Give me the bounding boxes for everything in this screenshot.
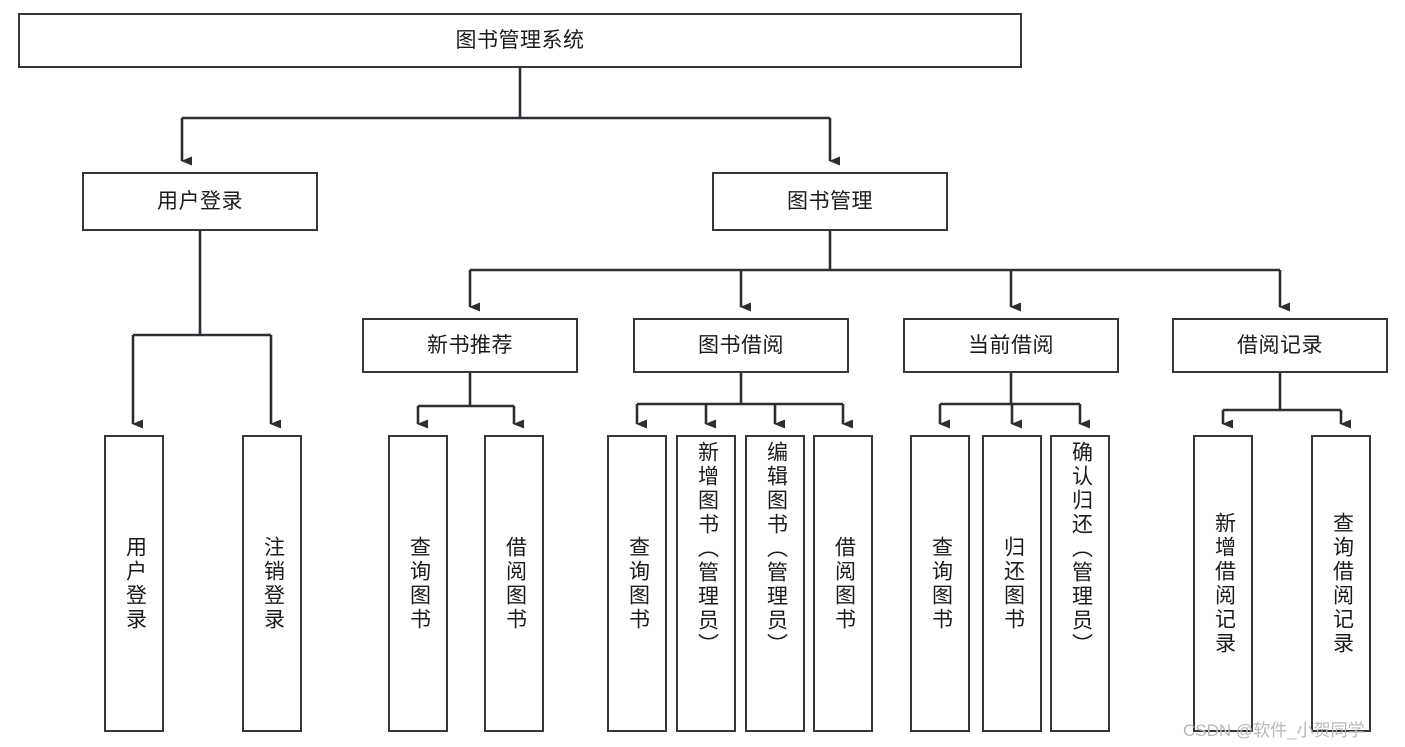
node-new-book-recommend[interactable]: 新书推荐 xyxy=(362,318,578,373)
node-leaf-borrow-book-2[interactable]: 借阅图书 xyxy=(813,435,873,732)
node-leaf-edit-book-admin-label: 编辑图书（管理员） xyxy=(764,441,788,657)
node-leaf-user-login[interactable]: 用户登录 xyxy=(104,435,164,732)
node-current-borrow[interactable]: 当前借阅 xyxy=(903,318,1119,373)
node-leaf-add-book-admin[interactable]: 新增图书（管理员） xyxy=(676,435,736,732)
node-user-login[interactable]: 用户登录 xyxy=(82,172,318,231)
node-new-book-recommend-label: 新书推荐 xyxy=(427,333,513,357)
csdn-watermark: CSDN @软件_小贺同学 xyxy=(1183,721,1365,740)
node-book-borrow[interactable]: 图书借阅 xyxy=(633,318,849,373)
node-root[interactable]: 图书管理系统 xyxy=(18,13,1022,68)
node-leaf-add-borrow-record[interactable]: 新增借阅记录 xyxy=(1193,435,1253,732)
node-leaf-borrow-book-2-label: 借阅图书 xyxy=(832,535,856,632)
node-leaf-query-book-2[interactable]: 查询图书 xyxy=(607,435,667,732)
node-leaf-user-login-label: 用户登录 xyxy=(123,535,147,632)
node-leaf-borrow-book-1-label: 借阅图书 xyxy=(503,535,527,632)
node-leaf-add-borrow-record-label: 新增借阅记录 xyxy=(1212,511,1236,656)
node-leaf-edit-book-admin[interactable]: 编辑图书（管理员） xyxy=(745,435,805,732)
node-leaf-user-logout[interactable]: 注销登录 xyxy=(242,435,302,732)
node-book-borrow-label: 图书借阅 xyxy=(698,333,784,357)
node-current-borrow-label: 当前借阅 xyxy=(968,333,1054,357)
node-borrow-record[interactable]: 借阅记录 xyxy=(1172,318,1388,373)
node-leaf-query-book-3[interactable]: 查询图书 xyxy=(910,435,970,732)
node-leaf-query-book-2-label: 查询图书 xyxy=(626,535,650,632)
node-leaf-query-book-1-label: 查询图书 xyxy=(407,535,431,632)
node-book-manage-label: 图书管理 xyxy=(787,189,873,213)
node-leaf-user-logout-label: 注销登录 xyxy=(261,535,285,632)
node-leaf-return-book[interactable]: 归还图书 xyxy=(982,435,1042,732)
node-leaf-query-book-3-label: 查询图书 xyxy=(929,535,953,632)
node-leaf-query-borrow-record[interactable]: 查询借阅记录 xyxy=(1311,435,1371,732)
node-borrow-record-label: 借阅记录 xyxy=(1237,333,1323,357)
node-leaf-borrow-book-1[interactable]: 借阅图书 xyxy=(484,435,544,732)
node-leaf-query-borrow-record-label: 查询借阅记录 xyxy=(1330,511,1354,656)
node-leaf-query-book-1[interactable]: 查询图书 xyxy=(388,435,448,732)
node-leaf-confirm-return-admin[interactable]: 确认归还（管理员） xyxy=(1050,435,1110,732)
node-leaf-return-book-label: 归还图书 xyxy=(1001,535,1025,632)
node-user-login-label: 用户登录 xyxy=(157,189,243,213)
node-root-label: 图书管理系统 xyxy=(455,28,585,52)
node-book-manage[interactable]: 图书管理 xyxy=(712,172,948,231)
node-leaf-confirm-return-admin-label: 确认归还（管理员） xyxy=(1069,441,1093,657)
node-leaf-add-book-admin-label: 新增图书（管理员） xyxy=(695,441,719,657)
